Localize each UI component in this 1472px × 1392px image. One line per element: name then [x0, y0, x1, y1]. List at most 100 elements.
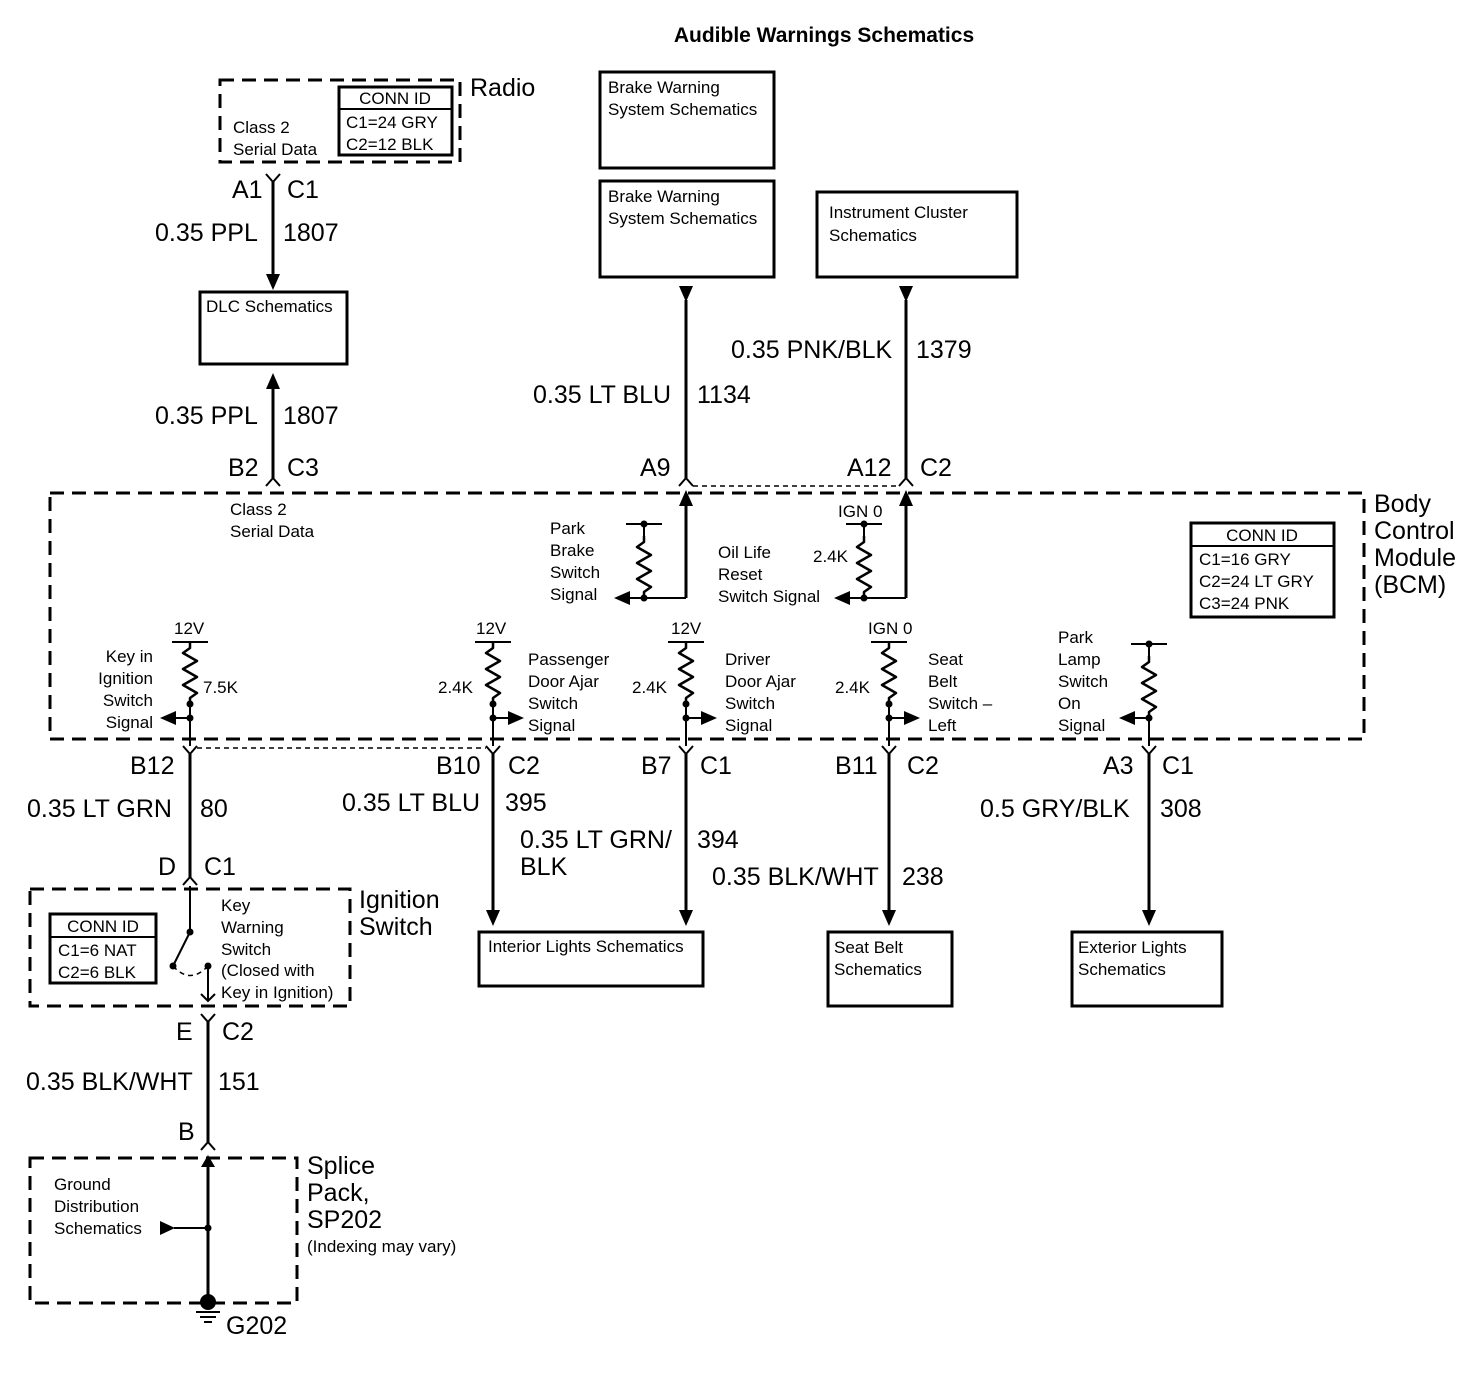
- wire-color-151: 0.35 BLK/WHT: [26, 1068, 193, 1096]
- wire-circuit-1807b: 1807: [283, 402, 339, 430]
- park-lamp-label-4: On: [1058, 694, 1081, 713]
- splice-note: (Indexing may vary): [307, 1237, 456, 1256]
- ground-g202-icon: [196, 1294, 220, 1323]
- radio-label: Radio: [470, 74, 535, 102]
- splice-name-1: Splice: [307, 1152, 375, 1180]
- drv-door-label-4: Signal: [725, 716, 772, 735]
- pass-door-resistor: 2.4K: [438, 678, 474, 697]
- bcm-conn-table: CONN ID C1=16 GRY C2=24 LT GRY C3=24 PNK: [1189, 521, 1336, 619]
- connector-pin-e: E: [176, 1018, 193, 1046]
- seat-belt-label-4: Left: [928, 716, 957, 735]
- bcm-name-line-1: Body: [1374, 490, 1431, 518]
- wire-circuit-80: 80: [200, 795, 228, 823]
- seat-belt-schematics-box[interactable]: [826, 930, 954, 1008]
- connector-c3: C3: [287, 454, 319, 482]
- connector-c2-top: C2: [920, 454, 952, 482]
- drv-door-supply: 12V: [671, 619, 702, 638]
- brake-warning-1-line-1: Brake Warning: [608, 78, 720, 97]
- oil-life-resistor: 2.4K: [813, 547, 849, 566]
- wire-color-394-line-1: 0.35 LT GRN/: [520, 826, 672, 854]
- bcm-conn-row: C2=24 LT GRY: [1199, 572, 1314, 591]
- key-warning-label-4: (Closed with: [221, 961, 315, 980]
- brake-warning-box-2[interactable]: [598, 179, 776, 279]
- park-lamp-input: Park Lamp Switch On Signal: [1058, 628, 1167, 746]
- ign-conn-row: C2=6 BLK: [58, 963, 137, 982]
- wire-circuit-238: 238: [902, 863, 944, 891]
- park-brake-label-1: Park: [550, 519, 585, 538]
- bcm-conn-header: CONN ID: [1226, 526, 1298, 545]
- ign-conn-row: C1=6 NAT: [58, 941, 137, 960]
- radio-conn-row: C1=24 GRY: [346, 113, 438, 132]
- ignition-conn-table: CONN ID C1=6 NAT C2=6 BLK: [48, 912, 158, 985]
- exterior-lights-line-2: Schematics: [1078, 960, 1166, 979]
- exterior-lights-box[interactable]: [1070, 930, 1224, 1008]
- connector-pin-b-splice: B: [178, 1118, 195, 1146]
- key-warning-switch: Key Warning Switch (Closed with Key in I…: [169, 886, 333, 1003]
- wire-color-1379: 0.35 PNK/BLK: [731, 336, 893, 364]
- radio-conn-header: CONN ID: [359, 89, 431, 108]
- ground-dist-line-2: Distribution: [54, 1197, 139, 1216]
- connector-pin-b10: B10: [436, 752, 480, 780]
- key-warning-label-5: Key in Ignition): [221, 983, 333, 1002]
- wire-color-1807a: 0.35 PPL: [155, 219, 258, 247]
- radio-conn-row: C2=12 BLK: [346, 135, 434, 154]
- splice-name-2: Pack,: [307, 1179, 370, 1207]
- park-lamp-label-3: Switch: [1058, 672, 1108, 691]
- key-in-ignition-input: 12V 7.5K Key in Ignition Switch Signal: [98, 619, 239, 746]
- wire-color-1807b: 0.35 PPL: [155, 402, 258, 430]
- connector-c1-a3: C1: [1162, 752, 1194, 780]
- drv-door-resistor: 2.4K: [632, 678, 668, 697]
- seat-belt-resistor: 2.4K: [835, 678, 871, 697]
- dlc-schematics-box[interactable]: [198, 290, 349, 366]
- bcm-name-line-3: Module: [1374, 544, 1456, 572]
- connector-c2-b11: C2: [907, 752, 939, 780]
- seat-belt-input: IGN 0 2.4K Seat Belt Switch – Left: [835, 619, 993, 746]
- wire-circuit-395: 395: [505, 789, 547, 817]
- connector-pin-b7: B7: [641, 752, 672, 780]
- ignition-switch-name-2: Switch: [359, 913, 433, 941]
- instrument-cluster-box[interactable]: [815, 190, 1019, 279]
- seat-belt-box-line-1: Seat Belt: [834, 938, 903, 957]
- connector-c1-ign: C1: [204, 853, 236, 881]
- oil-life-input: IGN 0 2.4K Oil Life Reset Switch Signal: [718, 490, 913, 606]
- key-in-label-2: Ignition: [98, 669, 153, 688]
- park-brake-label-4: Signal: [550, 585, 597, 604]
- seat-belt-label-3: Switch –: [928, 694, 993, 713]
- connector-pin-b11: B11: [835, 752, 878, 780]
- drv-door-label-3: Switch: [725, 694, 775, 713]
- interior-lights-box[interactable]: [477, 930, 705, 988]
- pass-door-label-3: Switch: [528, 694, 578, 713]
- connector-c2-ign: C2: [222, 1018, 254, 1046]
- drv-door-label-1: Driver: [725, 650, 771, 669]
- oil-life-label-1: Oil Life: [718, 543, 771, 562]
- radio-conn-table: CONN ID C1=24 GRY C2=12 BLK: [337, 85, 454, 157]
- wire-circuit-1807a: 1807: [283, 219, 339, 247]
- bcm-class2-line-2: Serial Data: [230, 522, 315, 541]
- brake-warning-2-line-2: System Schematics: [608, 209, 757, 228]
- wire-circuit-1379: 1379: [916, 336, 972, 364]
- drv-door-label-2: Door Ajar: [725, 672, 796, 691]
- key-in-label-4: Signal: [106, 713, 153, 732]
- ground-dist-line-1: Ground: [54, 1175, 111, 1194]
- connector-pin-a3: A3: [1103, 752, 1134, 780]
- wire-color-308: 0.5 GRY/BLK: [980, 795, 1130, 823]
- seat-belt-label-2: Belt: [928, 672, 958, 691]
- passenger-door-input: 12V 2.4K Passenger Door Ajar Switch Sign…: [438, 619, 610, 746]
- brake-warning-box-1[interactable]: [598, 70, 776, 170]
- key-in-label-3: Switch: [103, 691, 153, 710]
- key-warning-label-2: Warning: [221, 918, 284, 937]
- wire-color-394-line-2: BLK: [520, 853, 568, 881]
- pass-door-label-2: Door Ajar: [528, 672, 599, 691]
- bcm-class2-line-1: Class 2: [230, 500, 287, 519]
- seat-belt-box-line-2: Schematics: [834, 960, 922, 979]
- splice-pack-sp202: Splice Pack, SP202 (Indexing may vary) G…: [28, 1152, 456, 1305]
- oil-life-supply: IGN 0: [838, 502, 882, 521]
- ignition-switch-name-1: Ignition: [359, 886, 440, 914]
- brake-warning-2-line-1: Brake Warning: [608, 187, 720, 206]
- park-lamp-label-1: Park: [1058, 628, 1093, 647]
- park-brake-label-2: Brake: [550, 541, 594, 560]
- connector-pin-a1: A1: [232, 176, 263, 204]
- brake-warning-1-line-2: System Schematics: [608, 100, 757, 119]
- connector-c1-radio: C1: [287, 176, 319, 204]
